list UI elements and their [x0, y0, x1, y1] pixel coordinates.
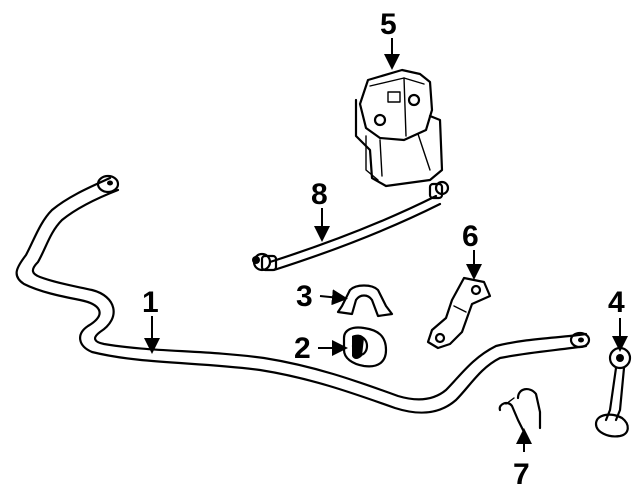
callout-8: 8: [311, 178, 328, 211]
link-rod: [252, 180, 450, 272]
callout-3: 3: [296, 280, 313, 313]
callout-4: 4: [608, 286, 625, 319]
mounting-bracket-assembly: [354, 68, 444, 188]
callout-2: 2: [294, 332, 311, 365]
callout-5: 5: [380, 8, 397, 41]
stabilizer-bar: [15, 174, 591, 414]
stabilizer-bracket: [426, 276, 492, 350]
bushing-clamp: [336, 284, 394, 318]
end-link: [594, 346, 632, 438]
callout-1: 1: [142, 286, 159, 319]
callout-7: 7: [513, 458, 530, 491]
bushing: [342, 326, 388, 368]
callout-6: 6: [462, 220, 479, 253]
u-bolt: [498, 388, 542, 434]
leader-lines: [144, 38, 628, 452]
